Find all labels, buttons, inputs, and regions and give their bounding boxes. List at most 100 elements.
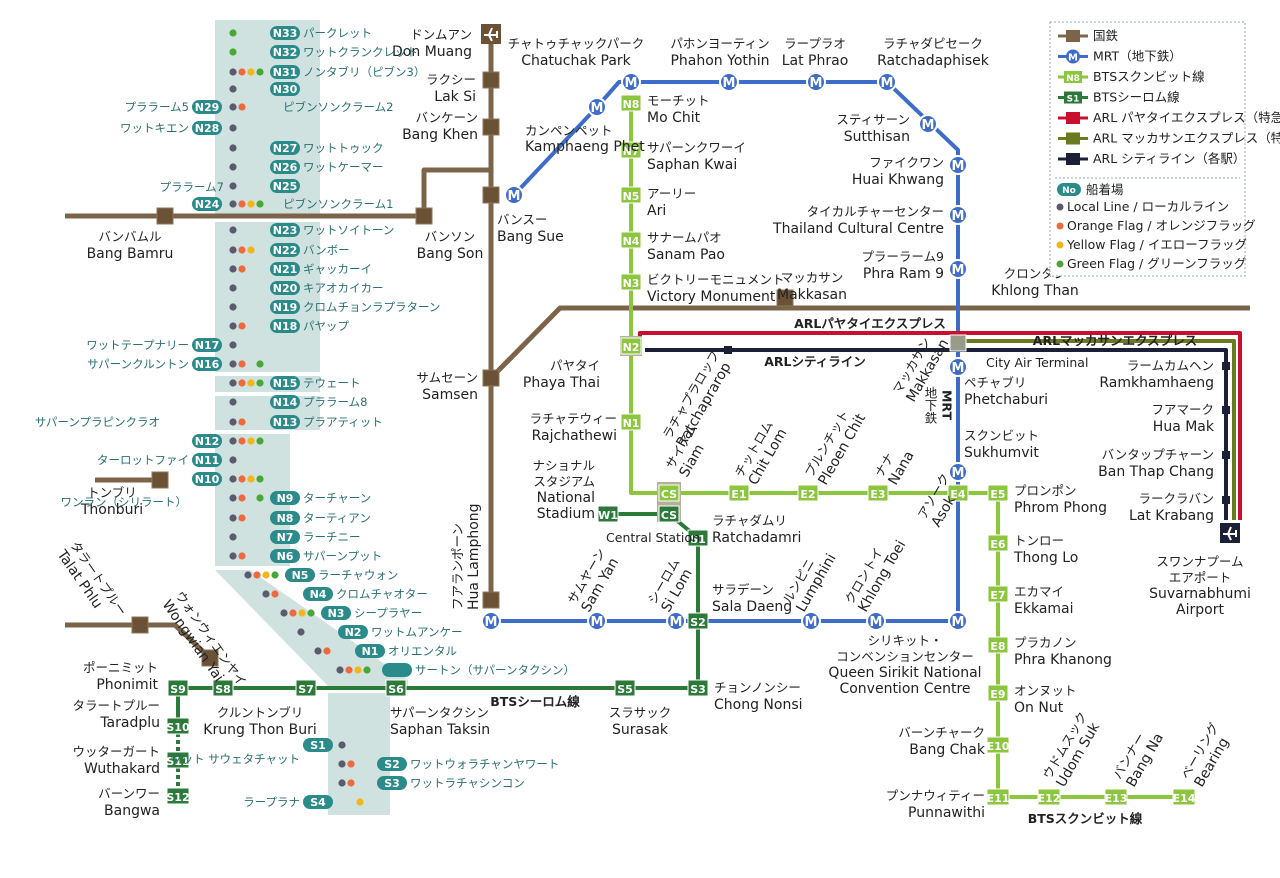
chong_nonsi-bts-marker[interactable]: S3 xyxy=(687,679,709,697)
phra_khanong-bts-marker[interactable]: E8 xyxy=(987,636,1009,654)
khlong_toei-mrt-marker[interactable]: M xyxy=(866,611,886,631)
hua_lamphong-rail-marker[interactable] xyxy=(482,591,500,609)
hua_lamphong_mrt-mrt-marker[interactable]: M xyxy=(481,611,501,631)
sam_yan-mrt-marker[interactable]: M xyxy=(587,611,607,631)
phrom_phong-bts-marker[interactable]: E5 xyxy=(987,484,1009,502)
sanam_pao-bts-marker[interactable]: N4 xyxy=(620,231,642,249)
sutthisan-mrt-marker[interactable]: M xyxy=(918,114,938,134)
makkasan_rail-rail-marker[interactable] xyxy=(776,289,794,307)
bang_bamru-rail-marker[interactable] xyxy=(156,207,174,225)
sukhumvit-mrt-marker[interactable]: M xyxy=(948,462,968,482)
kamphaeng_phet-mrt-marker[interactable]: M xyxy=(587,97,607,117)
rajchathewi-bts-marker[interactable]: N1 xyxy=(620,413,642,431)
pier-label[interactable]: サパーンプラピンクラオ xyxy=(35,415,160,429)
surasak-bts-marker[interactable]: S5 xyxy=(614,679,636,697)
bangwa-bts-marker[interactable]: S12 xyxy=(166,787,190,805)
pier-n12[interactable]: N12 xyxy=(192,434,264,448)
bang_son-rail-marker[interactable] xyxy=(415,207,433,225)
pleoen_chit-bts-marker[interactable]: E2 xyxy=(797,484,819,502)
nana-bts-marker[interactable]: E3 xyxy=(867,484,889,502)
bearing-bts-marker[interactable]: E14 xyxy=(1172,788,1196,806)
queen_sirikit-mrt-marker[interactable]: M xyxy=(948,611,968,631)
saphan_kwai-bts-marker[interactable]: N7 xyxy=(620,141,642,159)
saphan_taksin-bts-marker[interactable]: S6 xyxy=(385,679,407,697)
bang_na-bts-marker[interactable]: E13 xyxy=(1104,788,1128,806)
sala_daeng-bts-marker[interactable]: S2 xyxy=(687,612,709,630)
phonimit-bts-marker[interactable]: S9 xyxy=(167,679,189,697)
phahon_yothin-mrt-marker[interactable]: M xyxy=(719,72,739,92)
bang_khen-rail-marker[interactable] xyxy=(482,118,500,136)
udom_suk-bts-marker[interactable]: E12 xyxy=(1037,788,1061,806)
victory_monument-bts-marker[interactable]: N3 xyxy=(620,273,642,291)
wongwian_yai_bts-bts-marker[interactable]: S8 xyxy=(212,679,234,697)
ratchadamri-bts-marker[interactable]: S1 xyxy=(687,529,709,547)
thonburi-rail-marker[interactable] xyxy=(151,471,169,489)
lak_si-rail-marker[interactable] xyxy=(482,71,500,89)
chatuchak-mrt-marker[interactable]: M xyxy=(621,72,641,92)
central-bts-marker[interactable]: CS xyxy=(658,505,680,523)
ratchadaphisek-mrt-marker[interactable]: M xyxy=(877,72,897,92)
pier-label[interactable]: サートン（サパーンタクシン） xyxy=(336,663,575,677)
ratchaprarop-arl-marker[interactable] xyxy=(724,346,732,354)
talat_phlu-rail-marker[interactable] xyxy=(131,616,149,634)
lat_krabang-arl-marker[interactable] xyxy=(1222,496,1230,504)
wuthakard-bts-marker[interactable]: S11 xyxy=(166,751,190,769)
huai_khwang-mrt-marker[interactable]: M xyxy=(948,155,968,175)
ekkamai-bts-marker[interactable]: E7 xyxy=(987,585,1009,603)
chit_lom-bts-marker[interactable]: E1 xyxy=(728,484,750,502)
ramkhamhaeng-arl-marker[interactable] xyxy=(1222,362,1230,370)
mo_chit-bts-marker[interactable]: N8 xyxy=(620,94,642,112)
lat_phrao-mrt-marker[interactable]: M xyxy=(806,72,826,92)
bang_chak-bts-marker[interactable]: E10 xyxy=(986,736,1010,754)
phetchaburi-mrt-marker[interactable]: M xyxy=(948,357,968,377)
siam-bts-marker[interactable]: CS xyxy=(658,484,680,502)
lumphini-mrt-marker[interactable]: M xyxy=(801,611,821,631)
on_nut-bts-marker[interactable]: E9 xyxy=(987,684,1009,702)
wongwian_yai-rail-marker[interactable] xyxy=(201,649,219,667)
punnawithi-bts-marker[interactable]: E11 xyxy=(986,788,1010,806)
krung_thon_buri-bts-marker[interactable]: S7 xyxy=(295,679,317,697)
thong_lo-bts-marker[interactable]: E6 xyxy=(987,534,1009,552)
ban_thap_chang-arl-marker[interactable] xyxy=(1222,451,1230,459)
phra_ram_9-mrt-marker[interactable]: M xyxy=(948,259,968,279)
makkasan-arl-marker[interactable] xyxy=(949,334,967,352)
thailand_cultural-mrt-marker[interactable]: M xyxy=(948,205,968,225)
samsen-rail-marker[interactable] xyxy=(482,369,500,387)
hua_mak-arl-marker[interactable] xyxy=(1222,406,1230,414)
si_lom-mrt-marker[interactable]: M xyxy=(666,611,686,631)
bang_sue_rail-rail-marker[interactable] xyxy=(482,186,500,204)
